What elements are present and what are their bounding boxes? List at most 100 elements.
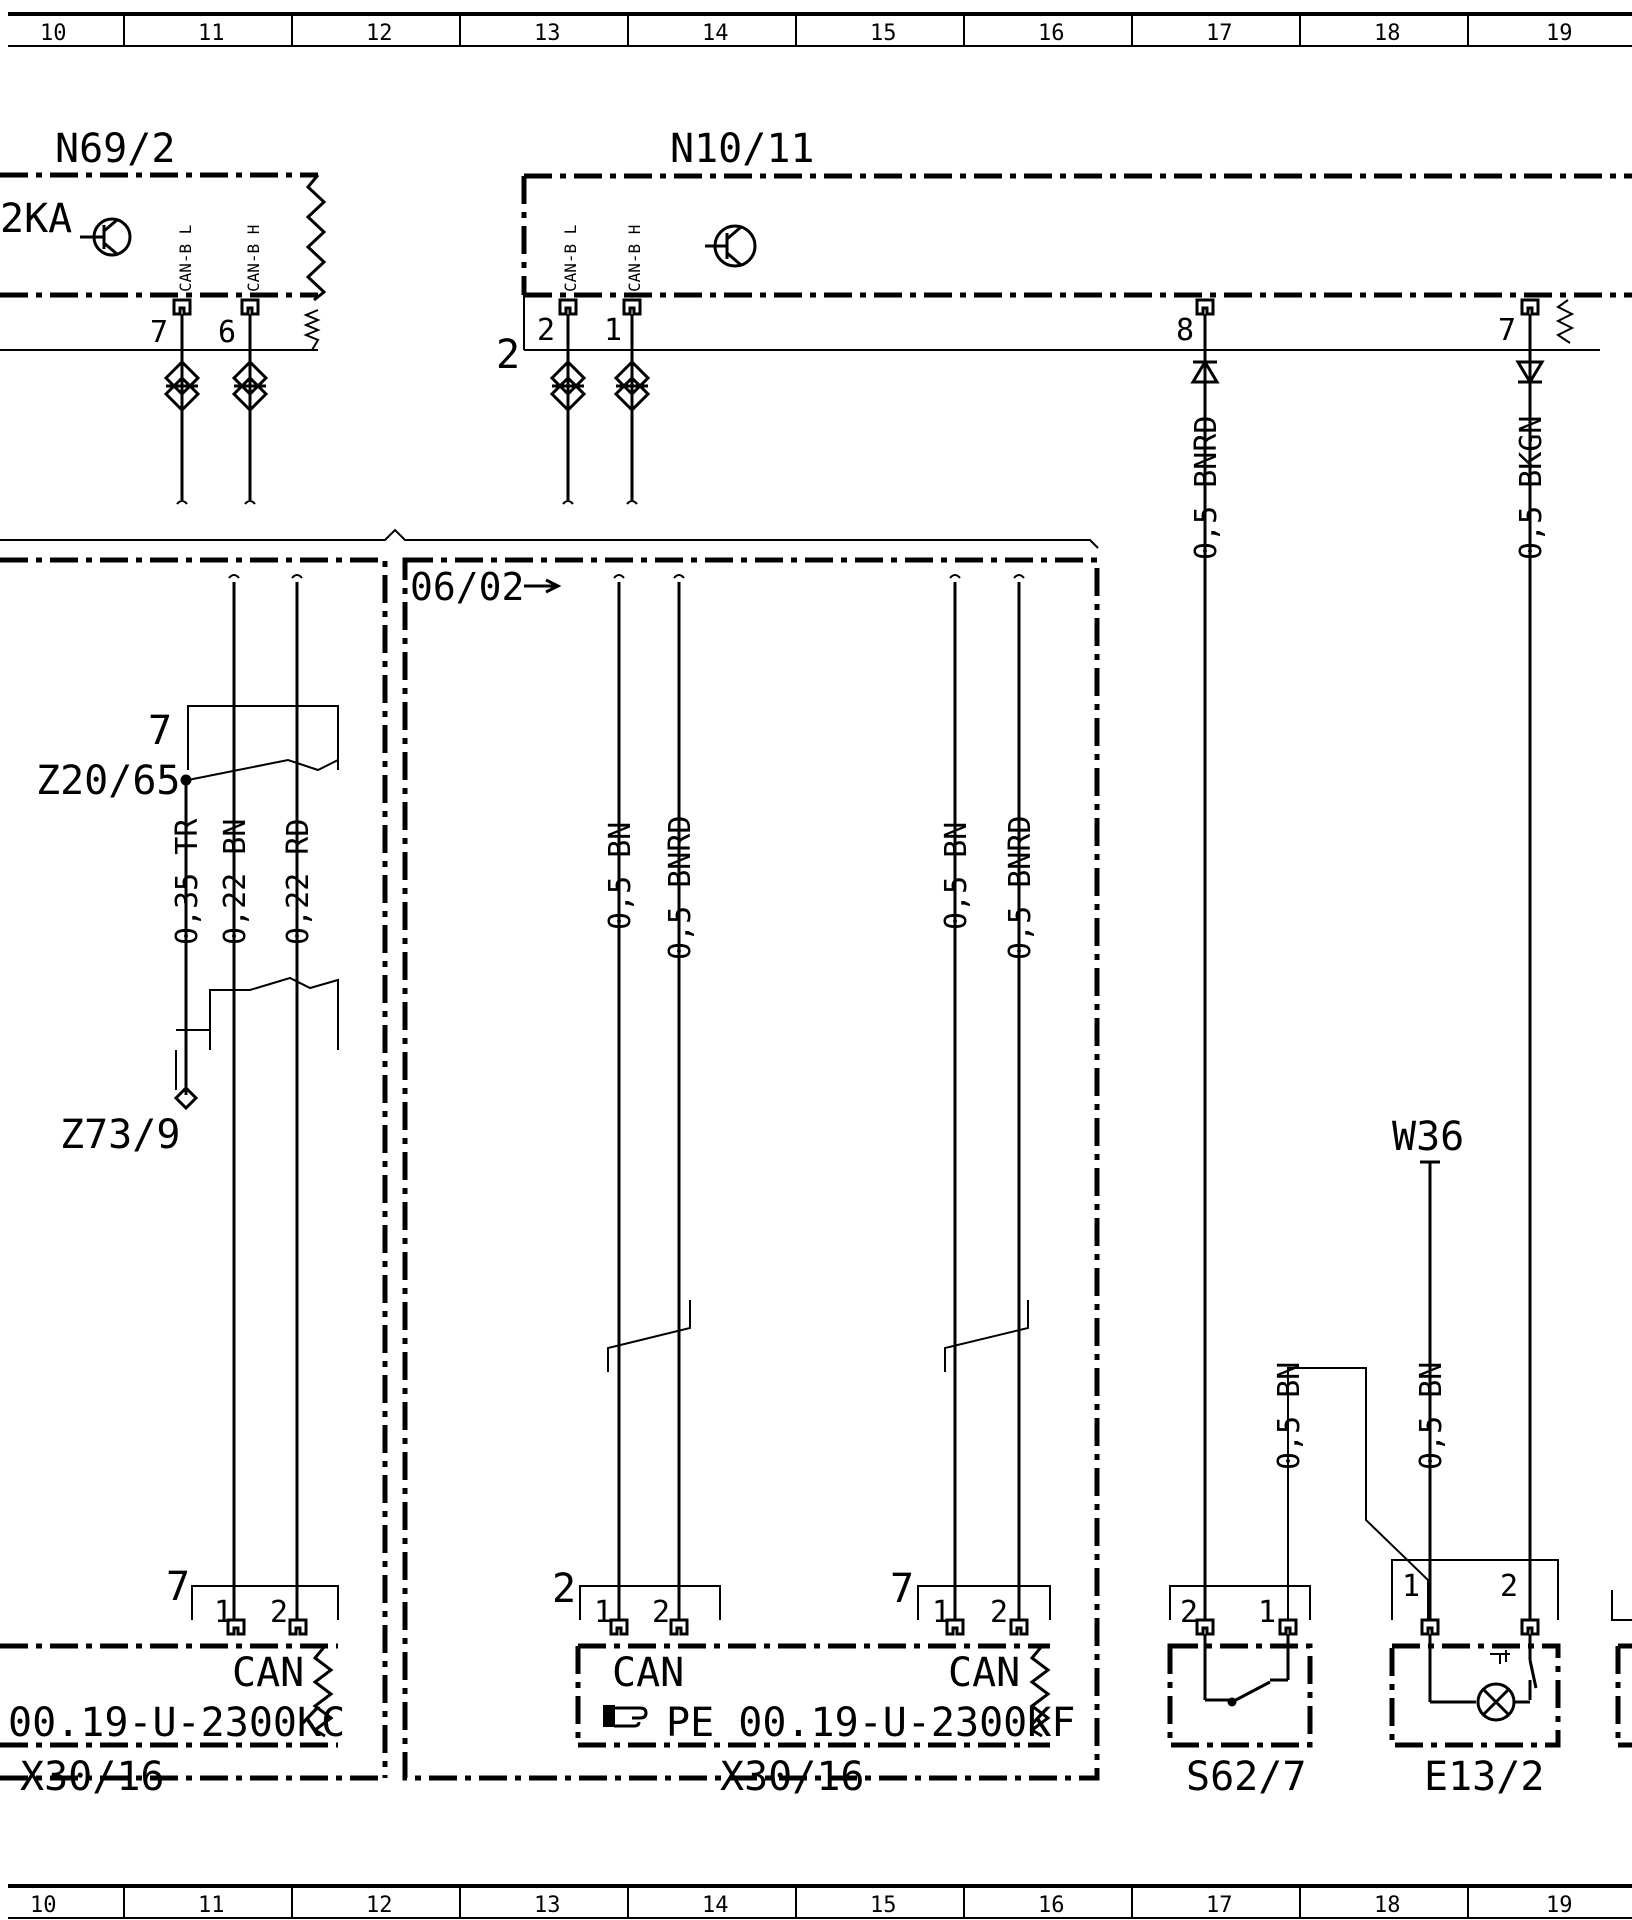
grid-col-14: 14 bbox=[702, 21, 729, 46]
grid-col-19: 19 bbox=[1546, 21, 1573, 46]
wire-w11-label: 0,5 BN bbox=[1414, 1362, 1449, 1470]
wire-w1-label: 0,35 TR bbox=[170, 818, 205, 945]
w36-ground: W36 bbox=[1392, 1114, 1464, 1620]
transistor-icon bbox=[705, 224, 757, 268]
s62-7-pin-2: 2 bbox=[1180, 1595, 1198, 1630]
s62-7-label: S62/7 bbox=[1186, 1754, 1306, 1800]
wire-to-e13-2 bbox=[1515, 314, 1545, 1620]
n69-2-can-b-l-label: CAN-B L bbox=[176, 225, 195, 292]
n69-2-label: N69/2 bbox=[55, 126, 175, 172]
grid-col-18-bottom: 18 bbox=[1374, 1893, 1401, 1918]
x30-16-mid-pin-1b: 1 bbox=[932, 1595, 950, 1630]
wire-w3-label: 0,22 RD bbox=[281, 819, 316, 945]
left-wires bbox=[173, 574, 339, 1620]
wire-w7-label: 0,5 BNRD bbox=[1003, 816, 1038, 961]
x30-16-left-pin-2: 2 bbox=[270, 1595, 288, 1630]
x30-16-mid-pin-2a: 2 bbox=[652, 1595, 670, 1630]
n10-11-can-b-l-label: CAN-B L bbox=[561, 225, 580, 292]
top-grid: 10 11 12 13 14 15 16 17 18 19 bbox=[8, 12, 1632, 47]
x30-16-mid-pin-2b: 2 bbox=[990, 1595, 1008, 1630]
n10-11-pin-2: 2 bbox=[537, 313, 555, 348]
n69-2-pin-6: 6 bbox=[218, 315, 236, 350]
s62-7-pin-1: 1 bbox=[1258, 1595, 1276, 1630]
wire-w2-label: 0,22 BN bbox=[218, 819, 253, 945]
x30-16-mid-bus-b: CAN bbox=[948, 1650, 1020, 1696]
x30-16-mid-group-2: 2 bbox=[552, 1566, 576, 1612]
grid-col-15-bottom: 15 bbox=[870, 1893, 897, 1918]
n69-2-pin-7: 7 bbox=[150, 315, 168, 350]
n69-2-partial-text: 2KA bbox=[0, 196, 72, 242]
x30-16-mid-connector: 2 7 1 2 1 2 CAN CAN PE 00.19-U-2300KF X3… bbox=[552, 1566, 1075, 1800]
wire-w4-label: 0,5 BN bbox=[603, 822, 638, 930]
grid-col-13-bottom: 13 bbox=[534, 1893, 561, 1918]
grid-col-11-bottom: 11 bbox=[198, 1893, 225, 1918]
n10-11-pin-8: 8 bbox=[1176, 313, 1194, 348]
e13-2-pin-1: 1 bbox=[1402, 1569, 1420, 1604]
wire-w8-label: 0,5 BNRD bbox=[1189, 416, 1224, 561]
n10-11-pins bbox=[558, 298, 1540, 500]
x30-16-left-connector: 7 1 2 CAN 00.19-U-2300KC X30/16 bbox=[0, 1564, 345, 1800]
can-twisted-pair-icon bbox=[163, 359, 269, 413]
e13-2-lamp: 1 2 E13/2 bbox=[1389, 1559, 1561, 1800]
n10-11-side-num: 2 bbox=[496, 332, 520, 378]
z20-65-label: Z20/65 bbox=[36, 758, 181, 804]
grid-col-16: 16 bbox=[1038, 21, 1065, 46]
grid-col-19-bottom: 19 bbox=[1546, 1893, 1573, 1918]
grid-col-12: 12 bbox=[366, 21, 393, 46]
x30-16-mid-code: PE 00.19-U-2300KF bbox=[666, 1700, 1075, 1746]
mid-wires bbox=[607, 574, 1029, 1620]
grid-col-17: 17 bbox=[1206, 21, 1233, 46]
x30-16-left-bus: CAN bbox=[232, 1650, 304, 1696]
e13-2-pin-2: 2 bbox=[1500, 1569, 1518, 1604]
mid-group-box bbox=[402, 557, 1100, 1781]
n10-11-pin-1: 1 bbox=[604, 313, 622, 348]
partial-connector-right bbox=[1611, 1590, 1632, 1748]
wire-to-s62-7 bbox=[1190, 314, 1220, 1620]
wire-w9-label: 0,5 BKGN bbox=[1514, 416, 1549, 561]
x30-16-left-group: 7 bbox=[166, 1564, 190, 1610]
x30-16-left-pin-1: 1 bbox=[214, 1595, 232, 1630]
z20-65-num: 7 bbox=[148, 708, 172, 754]
n10-11-module: N10/11 CAN-B L CAN-B H 2 1 2 8 7 bbox=[496, 126, 1632, 505]
grid-col-10: 10 bbox=[40, 21, 67, 46]
x30-16-mid-label: X30/16 bbox=[720, 1754, 865, 1800]
grid-col-12-bottom: 12 bbox=[366, 1893, 393, 1918]
n69-2-pins bbox=[172, 298, 260, 500]
grid-col-11: 11 bbox=[198, 21, 225, 46]
grid-col-16-bottom: 16 bbox=[1038, 1893, 1065, 1918]
n10-11-can-b-h-label: CAN-B H bbox=[625, 225, 644, 292]
x30-16-left-label: X30/16 bbox=[20, 1754, 165, 1800]
wire-w10-label: 0,5 BN bbox=[1272, 1362, 1307, 1470]
wire-w6-label: 0,5 BN bbox=[939, 822, 974, 930]
n10-11-label: N10/11 bbox=[670, 126, 815, 172]
bottom-grid: 10 11 12 13 14 15 16 17 18 19 bbox=[8, 1884, 1632, 1919]
grid-col-14-bottom: 14 bbox=[702, 1893, 729, 1918]
x30-16-mid-bus-a: CAN bbox=[612, 1650, 684, 1696]
x30-16-left-code: 00.19-U-2300KC bbox=[8, 1700, 345, 1746]
grid-col-13: 13 bbox=[534, 21, 561, 46]
grid-col-10-bottom: 10 bbox=[30, 1893, 57, 1918]
left-group-box bbox=[0, 557, 388, 1781]
wire-w5-label: 0,5 BNRD bbox=[663, 816, 698, 961]
grid-col-18: 18 bbox=[1374, 21, 1401, 46]
x30-16-mid-group-7: 7 bbox=[890, 1566, 914, 1612]
switch-icon bbox=[1203, 1634, 1290, 1707]
pointing-hand-icon bbox=[603, 1705, 648, 1728]
x30-16-mid-pin-1a: 1 bbox=[594, 1595, 612, 1630]
z73-9-label: Z73/9 bbox=[60, 1112, 180, 1158]
can-twisted-pair-icon bbox=[549, 359, 651, 413]
grid-col-15: 15 bbox=[870, 21, 897, 46]
s62-7-loop-wire bbox=[1287, 1367, 1429, 1620]
grid-col-17-bottom: 17 bbox=[1206, 1893, 1233, 1918]
n69-2-can-b-h-label: CAN-B H bbox=[244, 225, 263, 292]
s62-7-switch: 2 1 S62/7 bbox=[1167, 1585, 1313, 1800]
transistor-icon bbox=[80, 217, 132, 257]
w36-label: W36 bbox=[1392, 1114, 1464, 1160]
e13-2-label: E13/2 bbox=[1424, 1754, 1544, 1800]
lamp-icon bbox=[1428, 1634, 1538, 1722]
n10-11-pin-7: 7 bbox=[1498, 313, 1516, 348]
section-ref-06-02: 06/02 bbox=[410, 565, 524, 609]
n69-2-module: N69/2 2KA CAN-B L CAN-B H 7 6 bbox=[0, 126, 327, 505]
